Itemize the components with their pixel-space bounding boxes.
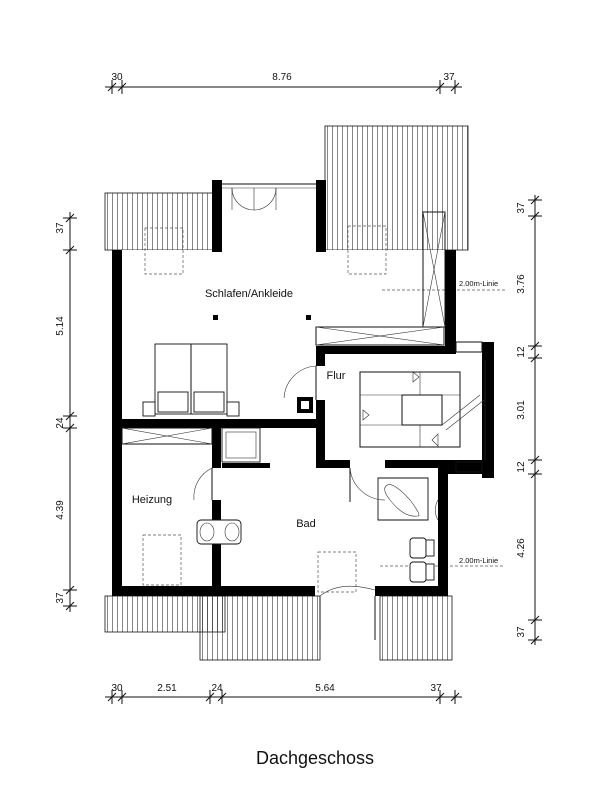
dim-right-1: 37 [516, 202, 527, 214]
dim-right-6: 4.26 [516, 538, 527, 558]
washbasin-double [196, 519, 242, 545]
storage-band [121, 427, 213, 445]
dim-bottom-1: 30 [111, 683, 123, 694]
dimension-bottom: 30 2.51 24 5.64 37 [105, 683, 462, 704]
dim-right-3: 12 [516, 346, 527, 358]
room-label-heizung: Heizung [132, 494, 172, 506]
chimney [297, 397, 313, 413]
roof-hatch-bottom-right [379, 595, 453, 661]
door-bath-right [435, 499, 439, 521]
dimension-left: 37 5.14 24 4.39 37 [55, 212, 77, 612]
double-bed [142, 343, 240, 417]
room-label-flur: Flur [327, 370, 346, 382]
height-line-label-upper: 2.00m-Linie [459, 279, 498, 288]
dim-left-3: 24 [55, 417, 66, 429]
column-marker-2 [306, 315, 311, 320]
dim-bottom-4: 5.64 [315, 683, 335, 694]
tall-window [422, 211, 446, 328]
roof-hatch-top-left [104, 192, 218, 251]
roof-hatch-bottom-middle [199, 595, 321, 661]
dim-left-1: 37 [55, 222, 66, 234]
dim-right-7: 37 [516, 626, 527, 638]
dim-bottom-3: 24 [211, 683, 223, 694]
door-balcony-bottom [319, 585, 376, 640]
skylight-bad [317, 551, 357, 593]
dim-bottom-5: 37 [430, 683, 442, 694]
dim-right-4: 3.01 [516, 400, 527, 420]
dim-left-5: 37 [55, 592, 66, 604]
room-label-bad: Bad [296, 518, 316, 530]
height-line-label-lower: 2.00m-Linie [459, 556, 498, 565]
skylight-right [347, 225, 387, 275]
skylight-heizung [142, 534, 182, 586]
bidet [409, 561, 435, 583]
staircase [359, 371, 485, 448]
dim-top-2: 8.76 [272, 72, 292, 83]
dim-top-1: 30 [111, 72, 123, 83]
door-heizung [193, 467, 213, 501]
dim-bottom-2: 2.51 [157, 683, 177, 694]
door-bad [349, 467, 386, 502]
shower [221, 427, 261, 463]
dim-right-2: 3.76 [516, 274, 527, 294]
room-label-schlafen: Schlafen/Ankleide [205, 288, 293, 300]
dimension-top: 30 8.76 37 [105, 72, 462, 94]
column-marker-1 [213, 315, 218, 320]
bathtub [377, 477, 429, 521]
door-flur [283, 365, 317, 400]
dim-right-5: 12 [516, 461, 527, 473]
dim-top-3: 37 [443, 72, 455, 83]
dimension-right: 37 3.76 12 3.01 12 4.26 37 [516, 195, 542, 645]
roof-hatch-top-right [324, 125, 469, 251]
dormer-double-door [231, 187, 277, 211]
wc [409, 537, 435, 559]
dim-left-2: 5.14 [55, 316, 66, 336]
wardrobe [315, 326, 445, 346]
plan-title: Dachgeschoss [256, 748, 374, 768]
dim-left-4: 4.39 [55, 500, 66, 520]
skylight-left [144, 227, 184, 275]
